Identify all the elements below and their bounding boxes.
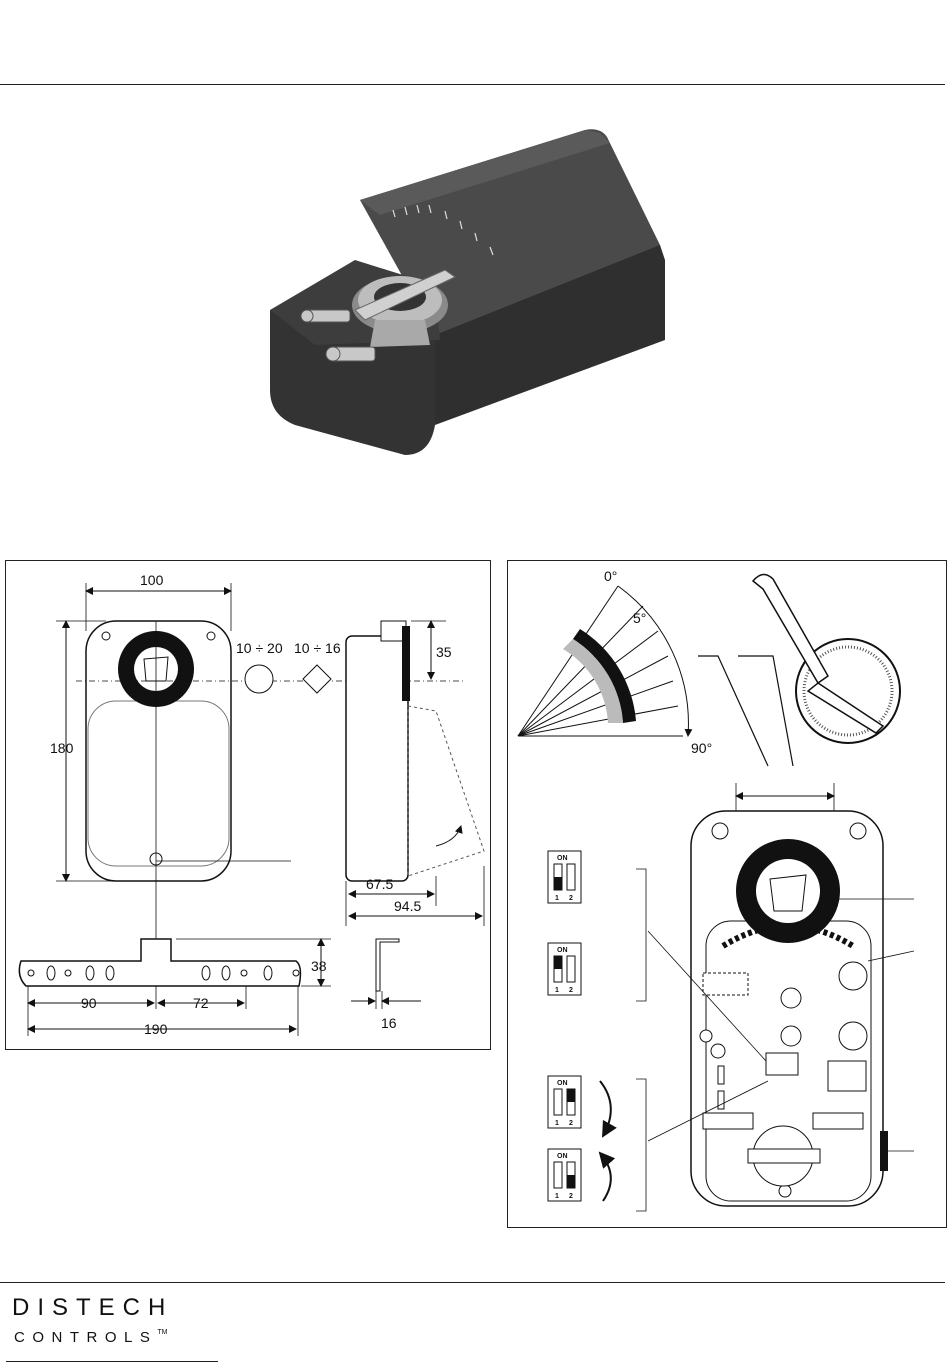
dim-clamp-35: 35 [436,644,452,660]
svg-text:ON: ON [557,1080,568,1087]
svg-text:1: 1 [555,1193,559,1200]
dim-height-180: 180 [50,740,74,756]
dim-bracket-90: 90 [81,995,97,1011]
svg-text:1: 1 [555,895,559,902]
svg-text:ON: ON [557,855,568,862]
svg-text:2: 2 [569,987,573,994]
dimensions-panel: 100 180 10 ÷ 20 10 ÷ 16 35 [5,560,491,1050]
logo-underline [6,1361,218,1362]
svg-text:1: 1 [555,1120,559,1127]
dim-shaft-round: 10 ÷ 20 [236,640,283,656]
logo-line1: DISTECH [12,1294,173,1322]
actuator-photo [255,125,685,465]
svg-text:2: 2 [569,895,573,902]
dip-switch-4: ON 1 2 [548,1149,581,1201]
distech-logo: DISTECH CONTROLSTM [6,1294,218,1366]
dim-depth-94-5: 94.5 [394,898,421,914]
angle-label-0: 0° [604,568,617,584]
angle-label-5: 5° [633,610,646,626]
dip-switch-3: ON 1 2 [548,1076,581,1128]
top-rule [0,84,945,85]
dim-angle-16: 16 [381,1015,397,1031]
dim-width-100: 100 [140,572,164,588]
angle-label-90: 90° [691,740,712,756]
svg-text:ON: ON [557,1153,568,1160]
dim-shaft-square: 10 ÷ 16 [294,640,341,656]
dim-depth-67-5: 67.5 [366,876,393,892]
dim-bracket-38: 38 [311,958,327,974]
svg-text:1: 1 [555,987,559,994]
logo-line2: CONTROLSTM [14,1329,167,1346]
dim-bracket-72: 72 [193,995,209,1011]
dip-switch-1: ON 1 2 [548,851,581,903]
logo-trademark: TM [157,1329,167,1336]
svg-text:2: 2 [569,1120,573,1127]
dip-switch-2: ON 1 2 [548,943,581,995]
svg-text:ON: ON [557,947,568,954]
svg-text:2: 2 [569,1193,573,1200]
dim-bracket-190: 190 [144,1021,168,1037]
adjustment-panel: 0° 5° 90° [507,560,947,1228]
bottom-rule [0,1282,945,1283]
